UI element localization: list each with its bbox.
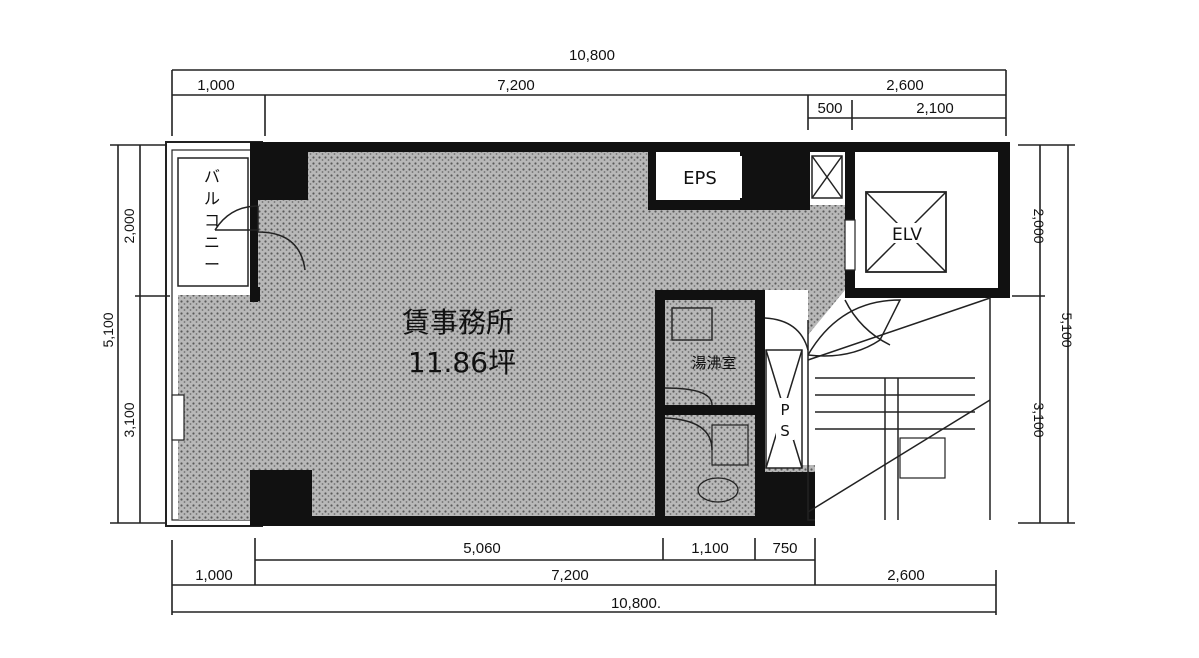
bottom-left-dimension: 1,000	[195, 567, 233, 584]
kitchenette: 湯沸室	[664, 307, 737, 406]
ps-label-s: S	[780, 422, 790, 440]
walls	[250, 142, 1010, 526]
office-area: 11.86坪	[408, 346, 516, 379]
top-right-dimension: 2,600	[886, 77, 924, 94]
bottom-sub-dimension-c: 750	[772, 540, 797, 557]
staircase	[807, 297, 991, 521]
bottom-middle-dimension: 7,200	[551, 567, 589, 584]
elevator-label: ELV	[892, 225, 922, 245]
bottom-sub-dimension-b: 1,100	[691, 540, 729, 557]
left-total-dimension: 5,100	[100, 312, 116, 347]
ps-label-p: P	[780, 401, 789, 419]
right-upper-dimension: 2,000	[1031, 208, 1047, 243]
kitchen-label: 湯沸室	[691, 354, 736, 372]
right-lower-dimension: 3,100	[1031, 402, 1047, 437]
left-lower-dimension: 3,100	[121, 402, 137, 437]
right-total-dimension: 5,100	[1059, 312, 1075, 347]
office-floor	[178, 150, 845, 520]
balcony	[177, 157, 306, 287]
top-left-dimension: 1,000	[197, 77, 235, 94]
top-dimensions	[171, 69, 1007, 136]
left-upper-dimension: 2,000	[121, 208, 137, 243]
balcony-char-4: ニ	[204, 233, 220, 252]
balcony-label: バ ル コ ニ ー	[204, 167, 220, 274]
bottom-sub-dimension-a: 5,060	[463, 540, 501, 557]
balcony-char-1: バ	[204, 167, 220, 186]
ps-shaft: P S	[765, 349, 803, 469]
balcony-char-3: コ	[204, 211, 220, 230]
toilet	[664, 417, 749, 503]
right-dimensions	[1012, 144, 1075, 524]
office-name: 賃事務所	[402, 306, 514, 339]
top-total-dimension: 10,800	[569, 47, 615, 64]
top-sub-dimension-a: 500	[817, 100, 842, 117]
duct-box	[811, 155, 843, 199]
eps-room: EPS	[658, 156, 742, 198]
top-sub-dimension-b: 2,100	[916, 100, 954, 117]
bottom-right-dimension: 2,600	[887, 567, 925, 584]
balcony-char-5: ー	[204, 255, 220, 274]
bottom-dimensions	[171, 538, 997, 615]
office-label: 賃事務所 11.86坪	[402, 306, 516, 379]
balcony-char-2: ル	[204, 189, 220, 208]
bottom-total-dimension: 10,800.	[611, 595, 661, 612]
window-markers	[171, 219, 856, 441]
elevator: ELV	[857, 154, 996, 286]
office-door	[764, 317, 809, 355]
left-dimensions	[110, 144, 170, 524]
top-middle-dimension: 7,200	[497, 77, 535, 94]
eps-label: EPS	[683, 168, 717, 189]
